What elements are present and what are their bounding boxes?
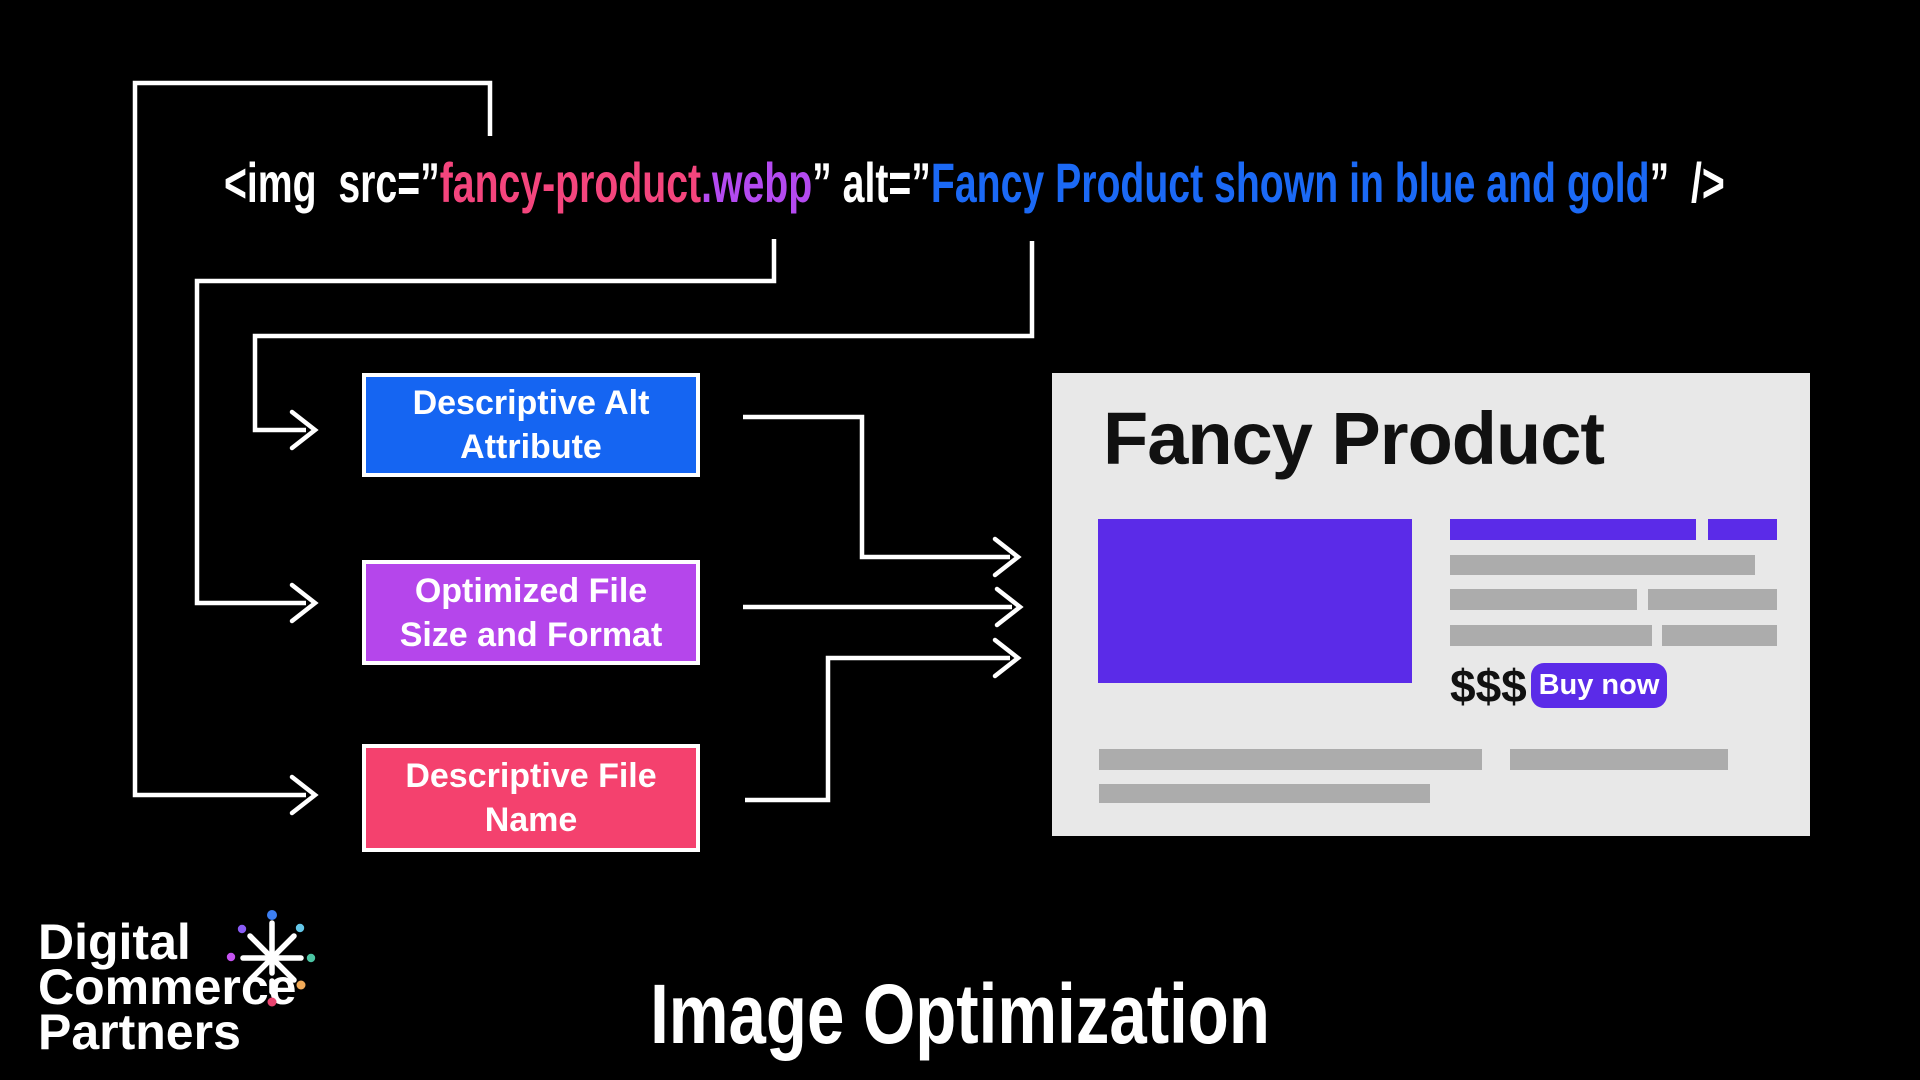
dot-upper-right	[295, 923, 305, 933]
dot-upper-left	[237, 924, 247, 934]
text-placeholder-bar	[1450, 589, 1637, 610]
digital-commerce-partners-logo: Digital Commerce Partners	[38, 914, 297, 1060]
product-image-placeholder	[1098, 519, 1412, 683]
dot-bottom	[267, 997, 277, 1007]
callout-label-line: Attribute	[460, 428, 602, 466]
code-segment-close: ” />	[1649, 151, 1725, 214]
img-tag-code-snippet: <img src=”fancy-product.webp” alt=”Fancy…	[224, 155, 1725, 211]
text-placeholder-bar	[1510, 749, 1728, 770]
text-placeholder-bar	[1450, 555, 1755, 575]
format-to-card-arrowhead-icon	[994, 586, 1024, 628]
callout-label-line: Descriptive Alt	[412, 384, 650, 422]
code-segment-open-src: <img src=”	[224, 151, 440, 214]
text-placeholder-bar	[1450, 625, 1652, 646]
text-placeholder-bar	[1099, 784, 1430, 803]
callout-label-line: Name	[484, 801, 578, 839]
alt-to-card-line	[743, 414, 1010, 560]
product-page-mockup: Fancy Product $$$ Buy now	[1052, 373, 1810, 836]
dot-lower-right	[296, 980, 306, 990]
code-segment-alt-value: Fancy Product shown in blue and gold	[930, 151, 1650, 214]
buy-now-button[interactable]: Buy now	[1531, 663, 1667, 708]
callout-label-line: Optimized File	[414, 571, 648, 610]
callout-label-line: Descriptive File	[405, 757, 657, 795]
code-segment-file-extension: .webp	[701, 151, 813, 214]
heading-placeholder-bar	[1450, 519, 1696, 540]
code-segment-alt-attr: ” alt=”	[812, 151, 931, 214]
text-placeholder-bar	[1662, 625, 1777, 646]
format-bracket-arrowhead-icon	[289, 582, 319, 624]
logo-line: Partners	[38, 1004, 241, 1060]
alt-bracket-arrowhead-icon	[289, 409, 319, 451]
text-placeholder-bar	[1648, 589, 1777, 610]
dot-top	[267, 910, 277, 920]
callout-optimized-file-size-format: Optimized File Size and Format	[362, 560, 700, 665]
filename-to-card-line	[745, 655, 1010, 803]
dot-right	[306, 953, 316, 963]
logo-line: Commerce	[38, 959, 297, 1015]
filename-to-card-arrowhead-icon	[992, 637, 1022, 679]
product-title: Fancy Product	[1103, 397, 1605, 480]
logo-line: Digital	[38, 914, 191, 970]
callout-descriptive-alt-attribute: Descriptive Alt Attribute	[362, 373, 700, 477]
filename-bracket-arrowhead-icon	[289, 774, 319, 816]
price-text: $$$	[1450, 660, 1527, 712]
starburst-logo-icon	[226, 910, 316, 1007]
code-segment-filename: fancy-product	[439, 151, 702, 214]
dot-left	[226, 952, 236, 962]
callout-descriptive-file-name: Descriptive File Name	[362, 744, 700, 852]
text-placeholder-bar	[1099, 749, 1482, 770]
callout-label-line: Size and Format	[399, 615, 663, 654]
alt-to-card-arrowhead-icon	[992, 536, 1022, 578]
page-title: Image Optimization	[650, 967, 1270, 1061]
heading-placeholder-bar	[1708, 519, 1777, 540]
